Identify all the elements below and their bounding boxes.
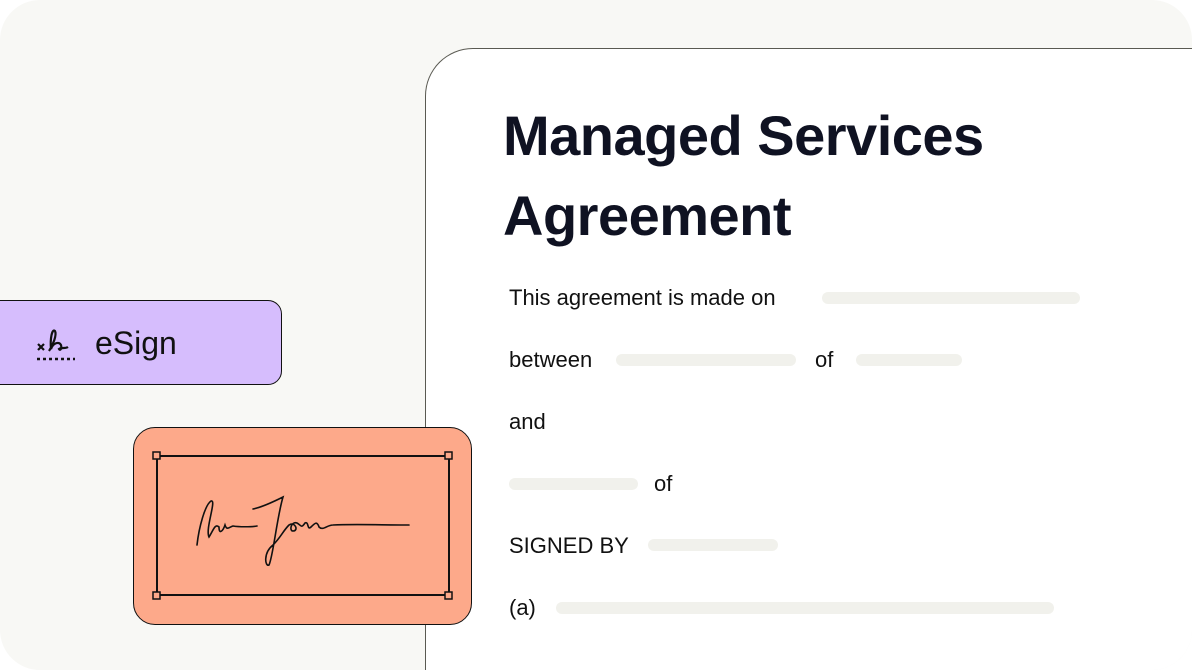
date-field[interactable] (822, 292, 1080, 304)
between-label: between (509, 347, 593, 372)
of-label-2: of (654, 471, 673, 496)
party-1-field[interactable] (616, 354, 796, 366)
party-2-field[interactable] (509, 478, 638, 490)
document-panel (425, 48, 1192, 670)
signature-card[interactable] (133, 427, 472, 625)
signed-by-field[interactable] (648, 539, 778, 551)
signature-frame-icon (151, 450, 453, 600)
signature-icon (37, 329, 75, 361)
title-line-2: Agreement (503, 184, 792, 247)
clause-a-label: (a) (509, 595, 536, 620)
esign-button[interactable]: eSign (0, 300, 282, 385)
signed-by-label: SIGNED BY (509, 533, 629, 558)
of-label-1: of (815, 347, 834, 372)
document-title: Managed Services Agreement (503, 96, 984, 256)
and-label: and (509, 409, 546, 434)
party-1-address-field[interactable] (856, 354, 962, 366)
made-on-label: This agreement is made on (509, 285, 776, 310)
title-line-1: Managed Services (503, 104, 984, 167)
clause-a-field[interactable] (556, 602, 1054, 614)
esign-label: eSign (95, 325, 177, 361)
